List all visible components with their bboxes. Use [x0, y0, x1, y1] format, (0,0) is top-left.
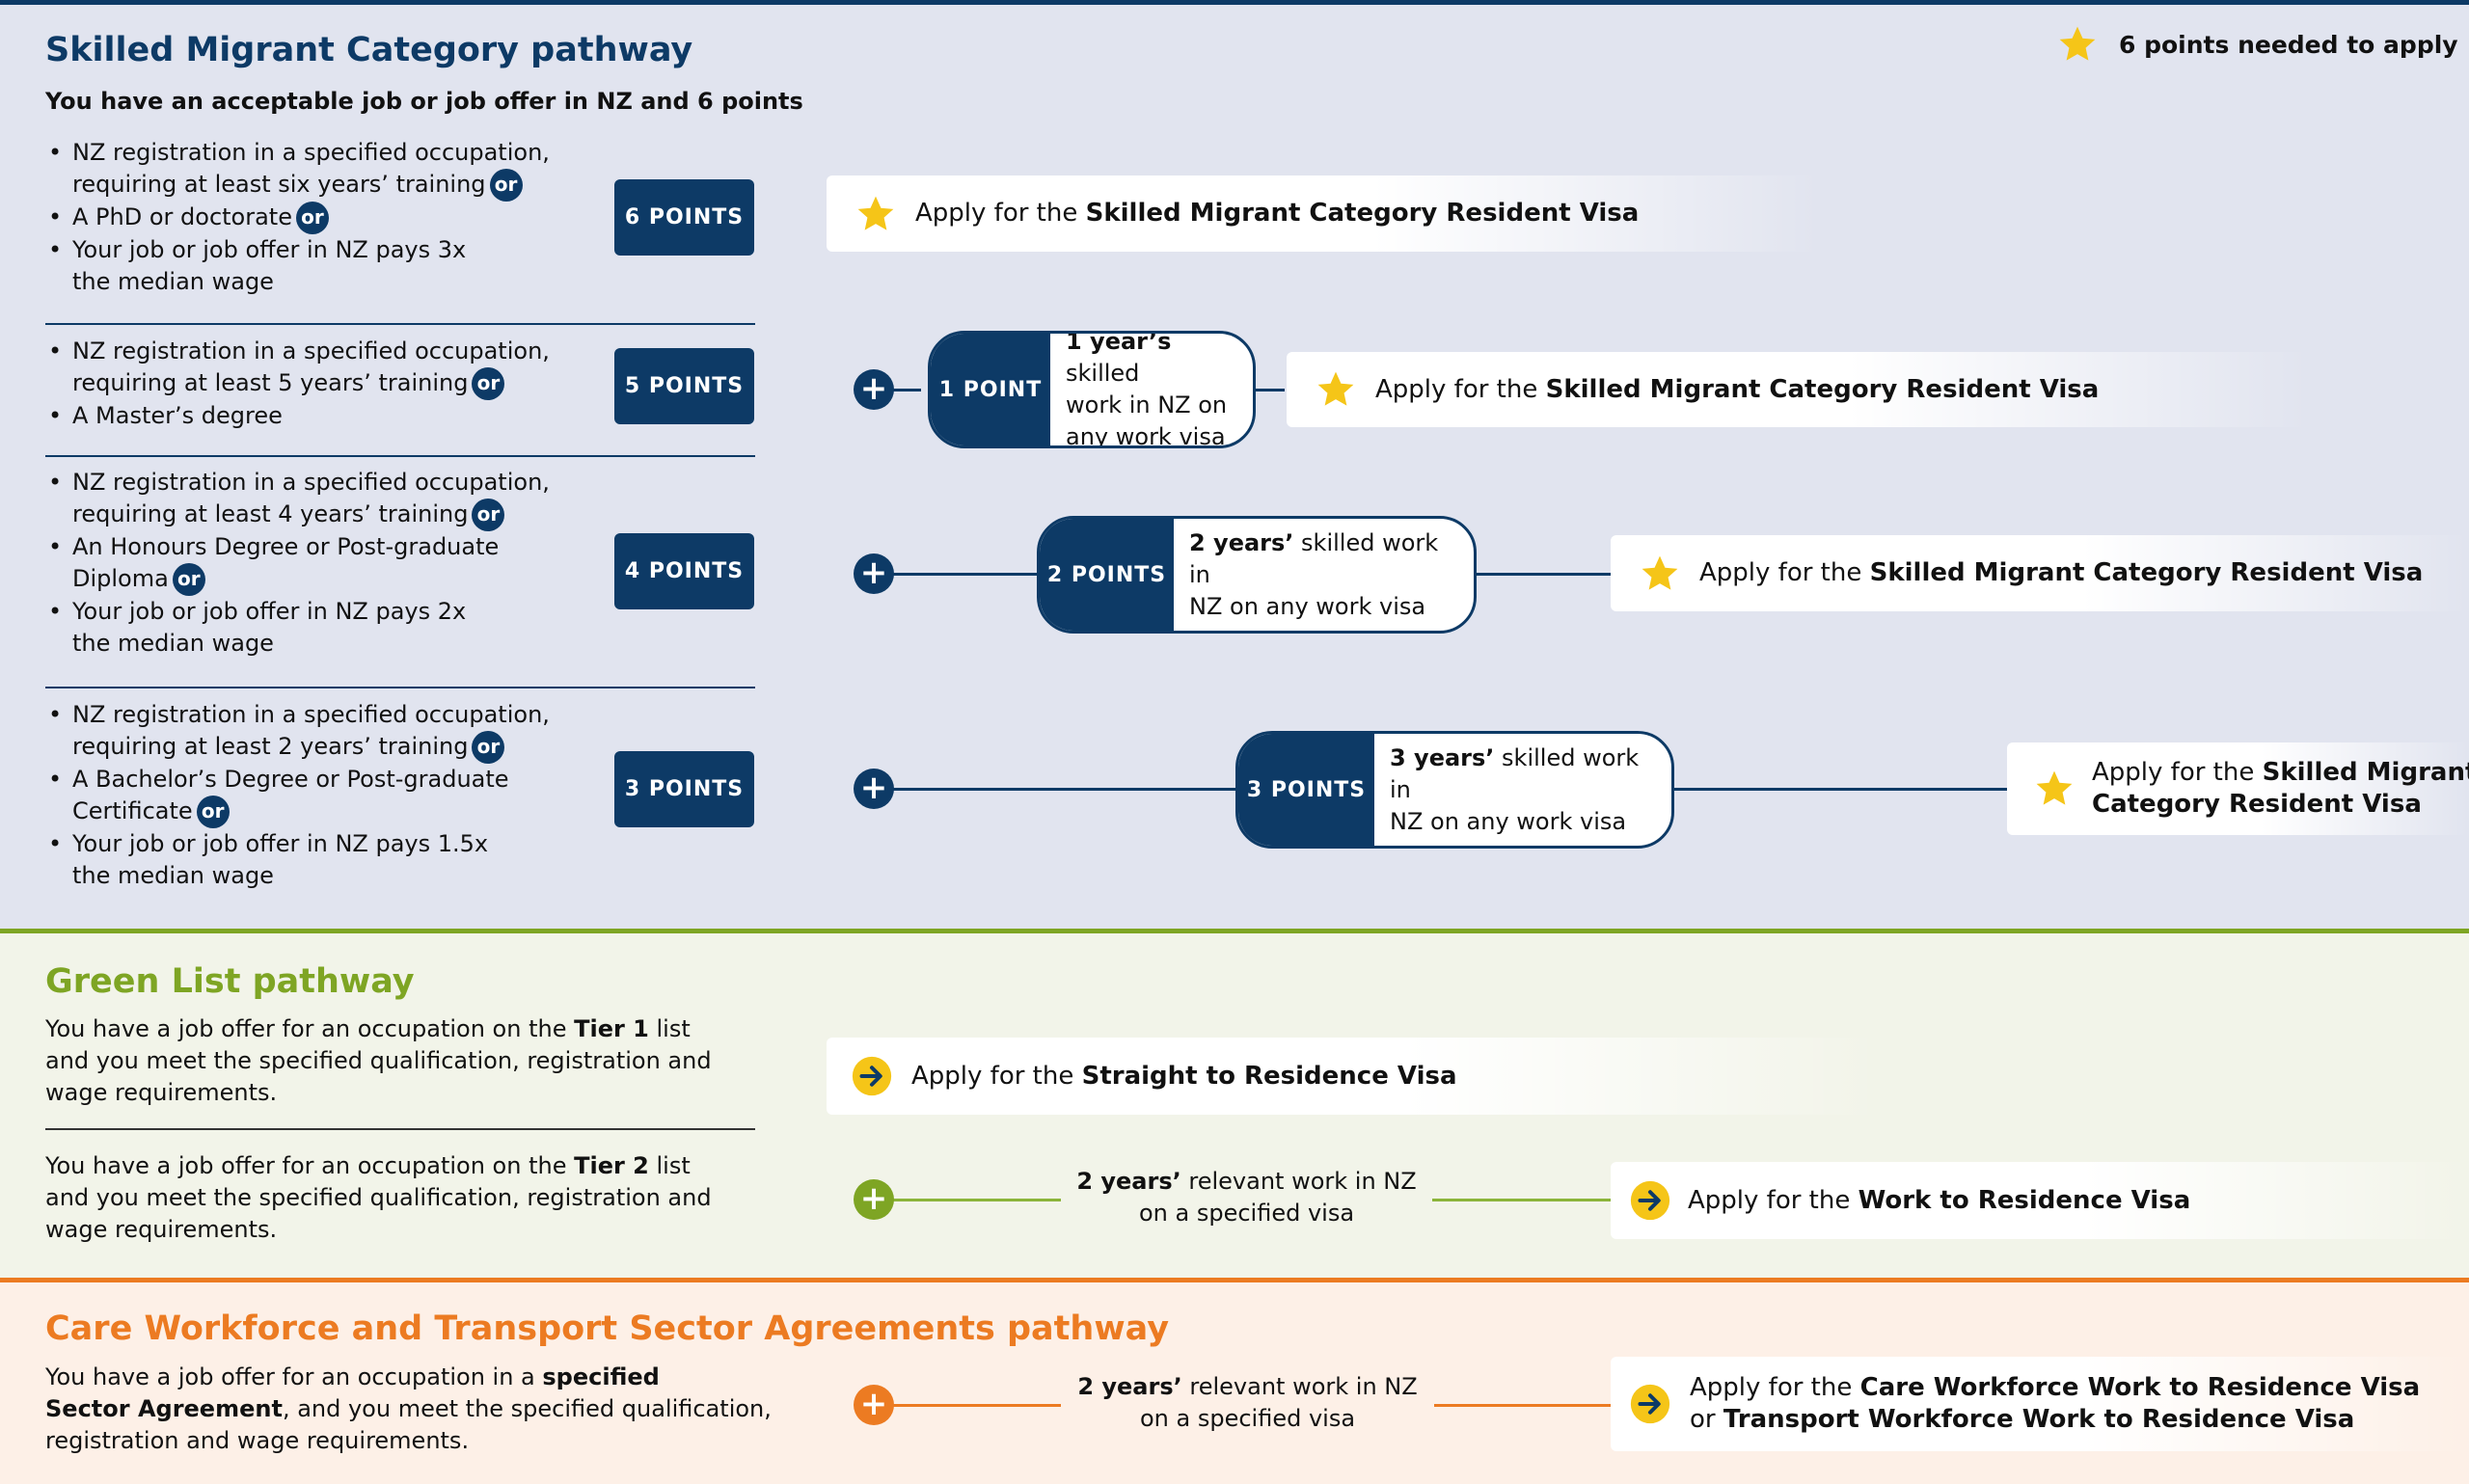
- criteria-list-3: NZ registration in a specified occupatio…: [45, 699, 550, 892]
- criteria-list-6: NZ registration in a specified occupatio…: [45, 137, 550, 298]
- or-badge: or: [472, 499, 505, 531]
- star-icon: [2057, 24, 2098, 65]
- criteria-item: NZ registration in a specified occupatio…: [45, 699, 550, 764]
- green-list-section: Green List pathway You have a job offer …: [0, 929, 2469, 1278]
- plus-icon: +: [854, 369, 894, 410]
- points-badge-6: 6 POINTS: [614, 179, 754, 256]
- apply-work-to-residence[interactable]: Apply for the Work to Residence Visa: [1611, 1162, 2469, 1239]
- criteria-item: NZ registration in a specified occupatio…: [45, 336, 550, 400]
- connector-line: [1434, 1404, 1611, 1407]
- row-divider: [45, 323, 755, 325]
- smc-subtitle: You have an acceptable job or job offer …: [45, 88, 803, 115]
- points-badge-4: 4 POINTS: [614, 533, 754, 609]
- criteria-item: An Honours Degree or Post-graduateDiplom…: [45, 531, 550, 596]
- star-icon: [2034, 769, 2075, 809]
- points-badge-3: 3 POINTS: [614, 751, 754, 827]
- points-needed-text: 6 points needed to apply: [2119, 30, 2458, 59]
- smc-title: Skilled Migrant Category pathway: [45, 31, 693, 69]
- or-badge: or: [489, 169, 523, 202]
- plus-icon: +: [854, 1385, 894, 1425]
- connector-line: [892, 788, 1239, 791]
- apply-straight-to-residence[interactable]: Apply for the Straight to Residence Visa: [827, 1038, 1878, 1115]
- pill-points: 2 POINTS: [1040, 519, 1174, 631]
- tier1-description: You have a job offer for an occupation o…: [45, 1015, 712, 1106]
- apply-smc-5[interactable]: Apply for the Skilled Migrant Category R…: [1287, 352, 2309, 427]
- star-icon: [1640, 553, 1680, 594]
- criteria-item: A Bachelor’s Degree or Post-graduateCert…: [45, 764, 550, 828]
- green-title: Green List pathway: [45, 962, 415, 1001]
- star-icon: [855, 194, 896, 234]
- plus-icon: +: [854, 769, 894, 809]
- connector-line: [892, 1199, 1061, 1201]
- skilled-migrant-section: Skilled Migrant Category pathway You hav…: [0, 0, 2469, 929]
- criteria-list-4: NZ registration in a specified occupatio…: [45, 467, 550, 660]
- arrow-right-icon: [1630, 1384, 1670, 1424]
- care-description: You have a job offer for an occupation i…: [45, 1363, 772, 1454]
- connector-line: [1432, 1199, 1611, 1201]
- care-title: Care Workforce and Transport Sector Agre…: [45, 1309, 1170, 1348]
- pill-points: 3 POINTS: [1238, 734, 1374, 846]
- plus-icon: +: [854, 553, 894, 594]
- connector-line: [1674, 788, 2007, 791]
- apply-smc-4[interactable]: Apply for the Skilled Migrant Category R…: [1611, 535, 2469, 611]
- arrow-right-icon: [852, 1056, 892, 1096]
- pill-points: 1 POINT: [931, 334, 1050, 445]
- points-needed-note: 6 points needed to apply: [2057, 24, 2458, 65]
- connector-line: [892, 573, 1037, 576]
- or-badge: or: [295, 202, 329, 234]
- criteria-item: Your job or job offer in NZ pays 1.5xthe…: [45, 828, 550, 892]
- or-badge: or: [172, 563, 205, 596]
- points-badge-5: 5 POINTS: [614, 348, 754, 424]
- connector-line: [1256, 389, 1285, 391]
- or-badge: or: [472, 367, 505, 400]
- apply-smc-6[interactable]: Apply for the Skilled Migrant Category R…: [827, 175, 1820, 252]
- star-icon: [1316, 369, 1356, 410]
- or-badge: or: [196, 796, 230, 828]
- or-badge: or: [472, 731, 505, 764]
- row-divider: [45, 455, 755, 457]
- criteria-item: A Master’s degree: [45, 400, 550, 432]
- apply-care-transport[interactable]: Apply for the Care Workforce Work to Res…: [1611, 1357, 2469, 1451]
- tier2-description: You have a job offer for an occupation o…: [45, 1152, 712, 1243]
- care-transport-section: Care Workforce and Transport Sector Agre…: [0, 1278, 2469, 1484]
- connector-line: [892, 1404, 1061, 1407]
- plus-icon: +: [854, 1179, 894, 1220]
- connector-line: [892, 389, 921, 391]
- criteria-list-5: NZ registration in a specified occupatio…: [45, 336, 550, 432]
- row-divider: [45, 687, 755, 688]
- arrow-right-icon: [1630, 1180, 1670, 1221]
- row-divider: [45, 1128, 755, 1130]
- criteria-item: NZ registration in a specified occupatio…: [45, 137, 550, 202]
- connector-line: [1477, 573, 1612, 576]
- criteria-item: NZ registration in a specified occupatio…: [45, 467, 550, 531]
